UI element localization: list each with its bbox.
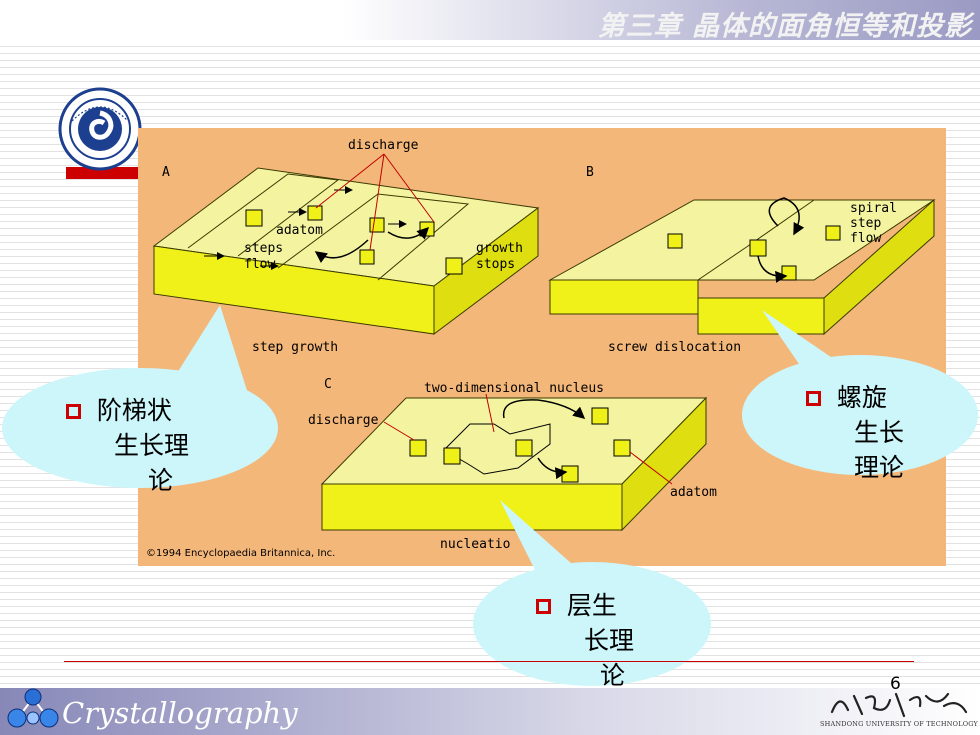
adatom-label-c: adatom	[670, 485, 717, 500]
stops-label: stops	[476, 257, 515, 272]
discharge-label-a: discharge	[348, 138, 419, 153]
left-callout-bubble	[2, 368, 278, 488]
left-callout-text: 阶梯状 生长理 论	[66, 393, 189, 498]
nucleation-caption: nucleatio	[440, 537, 510, 552]
bottom-callout-line2: 长理	[584, 626, 635, 655]
square-bullet-icon	[806, 391, 821, 406]
footer-divider	[64, 661, 914, 662]
header-bar: 第三章 晶体的面角恒等和投影	[0, 0, 980, 42]
spiral-label: spiral	[850, 201, 897, 216]
bottom-callout-bubble	[473, 562, 711, 686]
right-callout-line1: 螺旋	[836, 383, 887, 412]
accent-red-bar	[66, 167, 140, 179]
panel-a-slab	[152, 153, 540, 335]
bottom-callout-line3: 论	[600, 661, 626, 690]
square-bullet-icon	[66, 404, 81, 419]
panel-a-label: A	[162, 165, 170, 180]
left-callout-line3: 论	[148, 466, 174, 495]
adatom-label-a: adatom	[276, 223, 323, 238]
right-callout-line3: 理论	[854, 453, 905, 482]
step-growth-caption: step growth	[252, 340, 338, 355]
steps-label: steps	[244, 241, 283, 256]
chapter-title: 第三章 晶体的面角恒等和投影	[597, 11, 972, 42]
footer-bar	[0, 688, 980, 735]
left-callout-line1: 阶梯状	[96, 396, 172, 425]
bottom-callout-text: 层生 长理 论	[536, 588, 634, 693]
university-calligraphy-logo	[830, 692, 968, 718]
right-callout-text: 螺旋 生长 理论	[806, 380, 904, 485]
flow-label-b: flow	[850, 231, 881, 246]
growth-label: growth	[476, 241, 523, 256]
panel-b-label: B	[586, 165, 594, 180]
panel-b-slab	[548, 197, 936, 336]
right-callout-bubble	[742, 355, 978, 475]
copyright-notice: ©1994 Encyclopaedia Britannica, Inc.	[146, 548, 335, 559]
page-number: 6	[890, 674, 901, 694]
university-seal-icon	[58, 87, 142, 171]
two-dimensional-nucleus-label: two-dimensional nucleus	[424, 381, 604, 396]
panel-c-label: C	[324, 377, 332, 392]
square-bullet-icon	[536, 599, 551, 614]
panel-c-slab	[320, 393, 708, 532]
right-callout-line2: 生长	[854, 418, 905, 447]
screw-dislocation-caption: screw dislocation	[608, 340, 741, 355]
left-callout-line2: 生长理	[114, 431, 190, 460]
discharge-label-c: discharge	[308, 413, 379, 428]
atom-cluster-icon	[7, 688, 59, 728]
course-title: Crystallography	[62, 696, 298, 730]
flow-label: flow	[244, 257, 275, 272]
bottom-callout-line1: 层生	[566, 591, 617, 620]
university-name: SHANDONG UNIVERSITY OF TECHNOLOGY	[820, 720, 979, 728]
step-label-b: step	[850, 216, 881, 231]
